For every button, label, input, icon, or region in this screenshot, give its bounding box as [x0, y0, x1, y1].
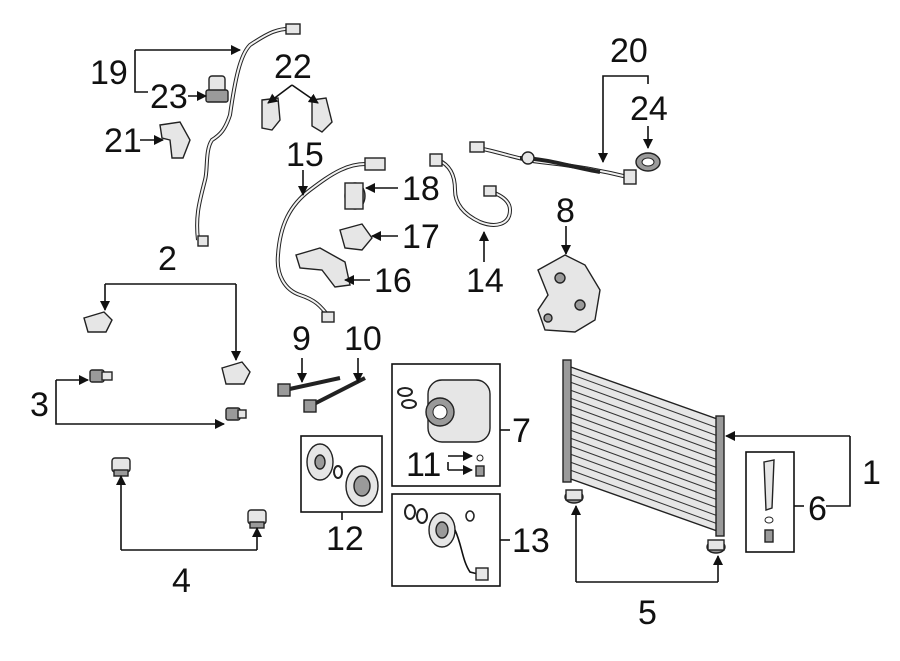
callout-11: 11 [406, 446, 441, 484]
part-24-oring [635, 152, 661, 172]
callout-14: 14 [466, 262, 504, 300]
callout-6: 6 [808, 490, 827, 528]
condenser-fin [569, 413, 719, 469]
condenser-fin [569, 421, 719, 477]
callout-8: 8 [556, 192, 575, 230]
part-17-clip [339, 223, 373, 251]
callout-7: 7 [512, 412, 531, 450]
callout-2: 2 [158, 240, 177, 278]
part-12-clutch [306, 443, 379, 507]
callout-16: 16 [374, 262, 412, 300]
part-21-bracket [159, 121, 191, 159]
condenser-fin [569, 389, 719, 445]
callout-12: 12 [326, 520, 364, 558]
callout-9: 9 [292, 320, 311, 358]
condenser-fin [569, 461, 719, 517]
part-6-dryer [763, 459, 775, 543]
part-16-bracket [295, 247, 351, 288]
condenser-fin [569, 453, 719, 509]
callout-1: 1 [862, 454, 881, 492]
callout-15: 15 [286, 136, 324, 174]
leader-lines [55, 45, 851, 583]
callout-4: 4 [172, 562, 191, 600]
condenser-fin [569, 405, 719, 461]
callout-5: 5 [638, 594, 657, 632]
callout-18: 18 [402, 170, 440, 208]
callout-labels: 19 23 21 22 15 18 17 16 14 20 24 8 2 3 4… [30, 32, 881, 632]
callout-10: 10 [344, 320, 382, 358]
condenser-fin [569, 429, 719, 485]
callout-22: 22 [274, 48, 312, 86]
part-2-brackets [83, 311, 251, 385]
part-14-line [429, 153, 513, 227]
part-13-coil [404, 504, 489, 581]
condenser-fin [569, 381, 719, 437]
part-18-bushing [344, 182, 366, 210]
callout-3: 3 [30, 386, 49, 424]
callout-23: 23 [150, 78, 188, 116]
part-22-clamps [261, 97, 333, 133]
condenser-fin [569, 373, 719, 429]
part-15-hose [275, 157, 386, 323]
part-5-mounts [564, 489, 726, 554]
callout-24: 24 [630, 90, 668, 128]
callout-21: 21 [104, 122, 142, 160]
part-1-condenser [562, 359, 725, 537]
part-7-box [391, 363, 501, 487]
condenser-fin [569, 437, 719, 493]
part-20-pipe [469, 141, 637, 185]
callout-20: 20 [610, 32, 648, 70]
callout-17: 17 [402, 218, 440, 256]
part-7-compressor [397, 379, 491, 477]
callout-13: 13 [512, 522, 550, 560]
part-23-switch [205, 75, 229, 103]
part-4-cushions [111, 457, 267, 529]
condenser-fin [569, 469, 719, 525]
part-9-bolt [277, 376, 341, 397]
condenser-fin [569, 445, 719, 501]
part-19-hose [195, 23, 301, 247]
part-6-box [745, 451, 795, 553]
condenser-fin [569, 397, 719, 453]
part-3-bolts [89, 369, 247, 421]
callout-19: 19 [90, 54, 128, 92]
part-8-bracket [537, 254, 601, 333]
